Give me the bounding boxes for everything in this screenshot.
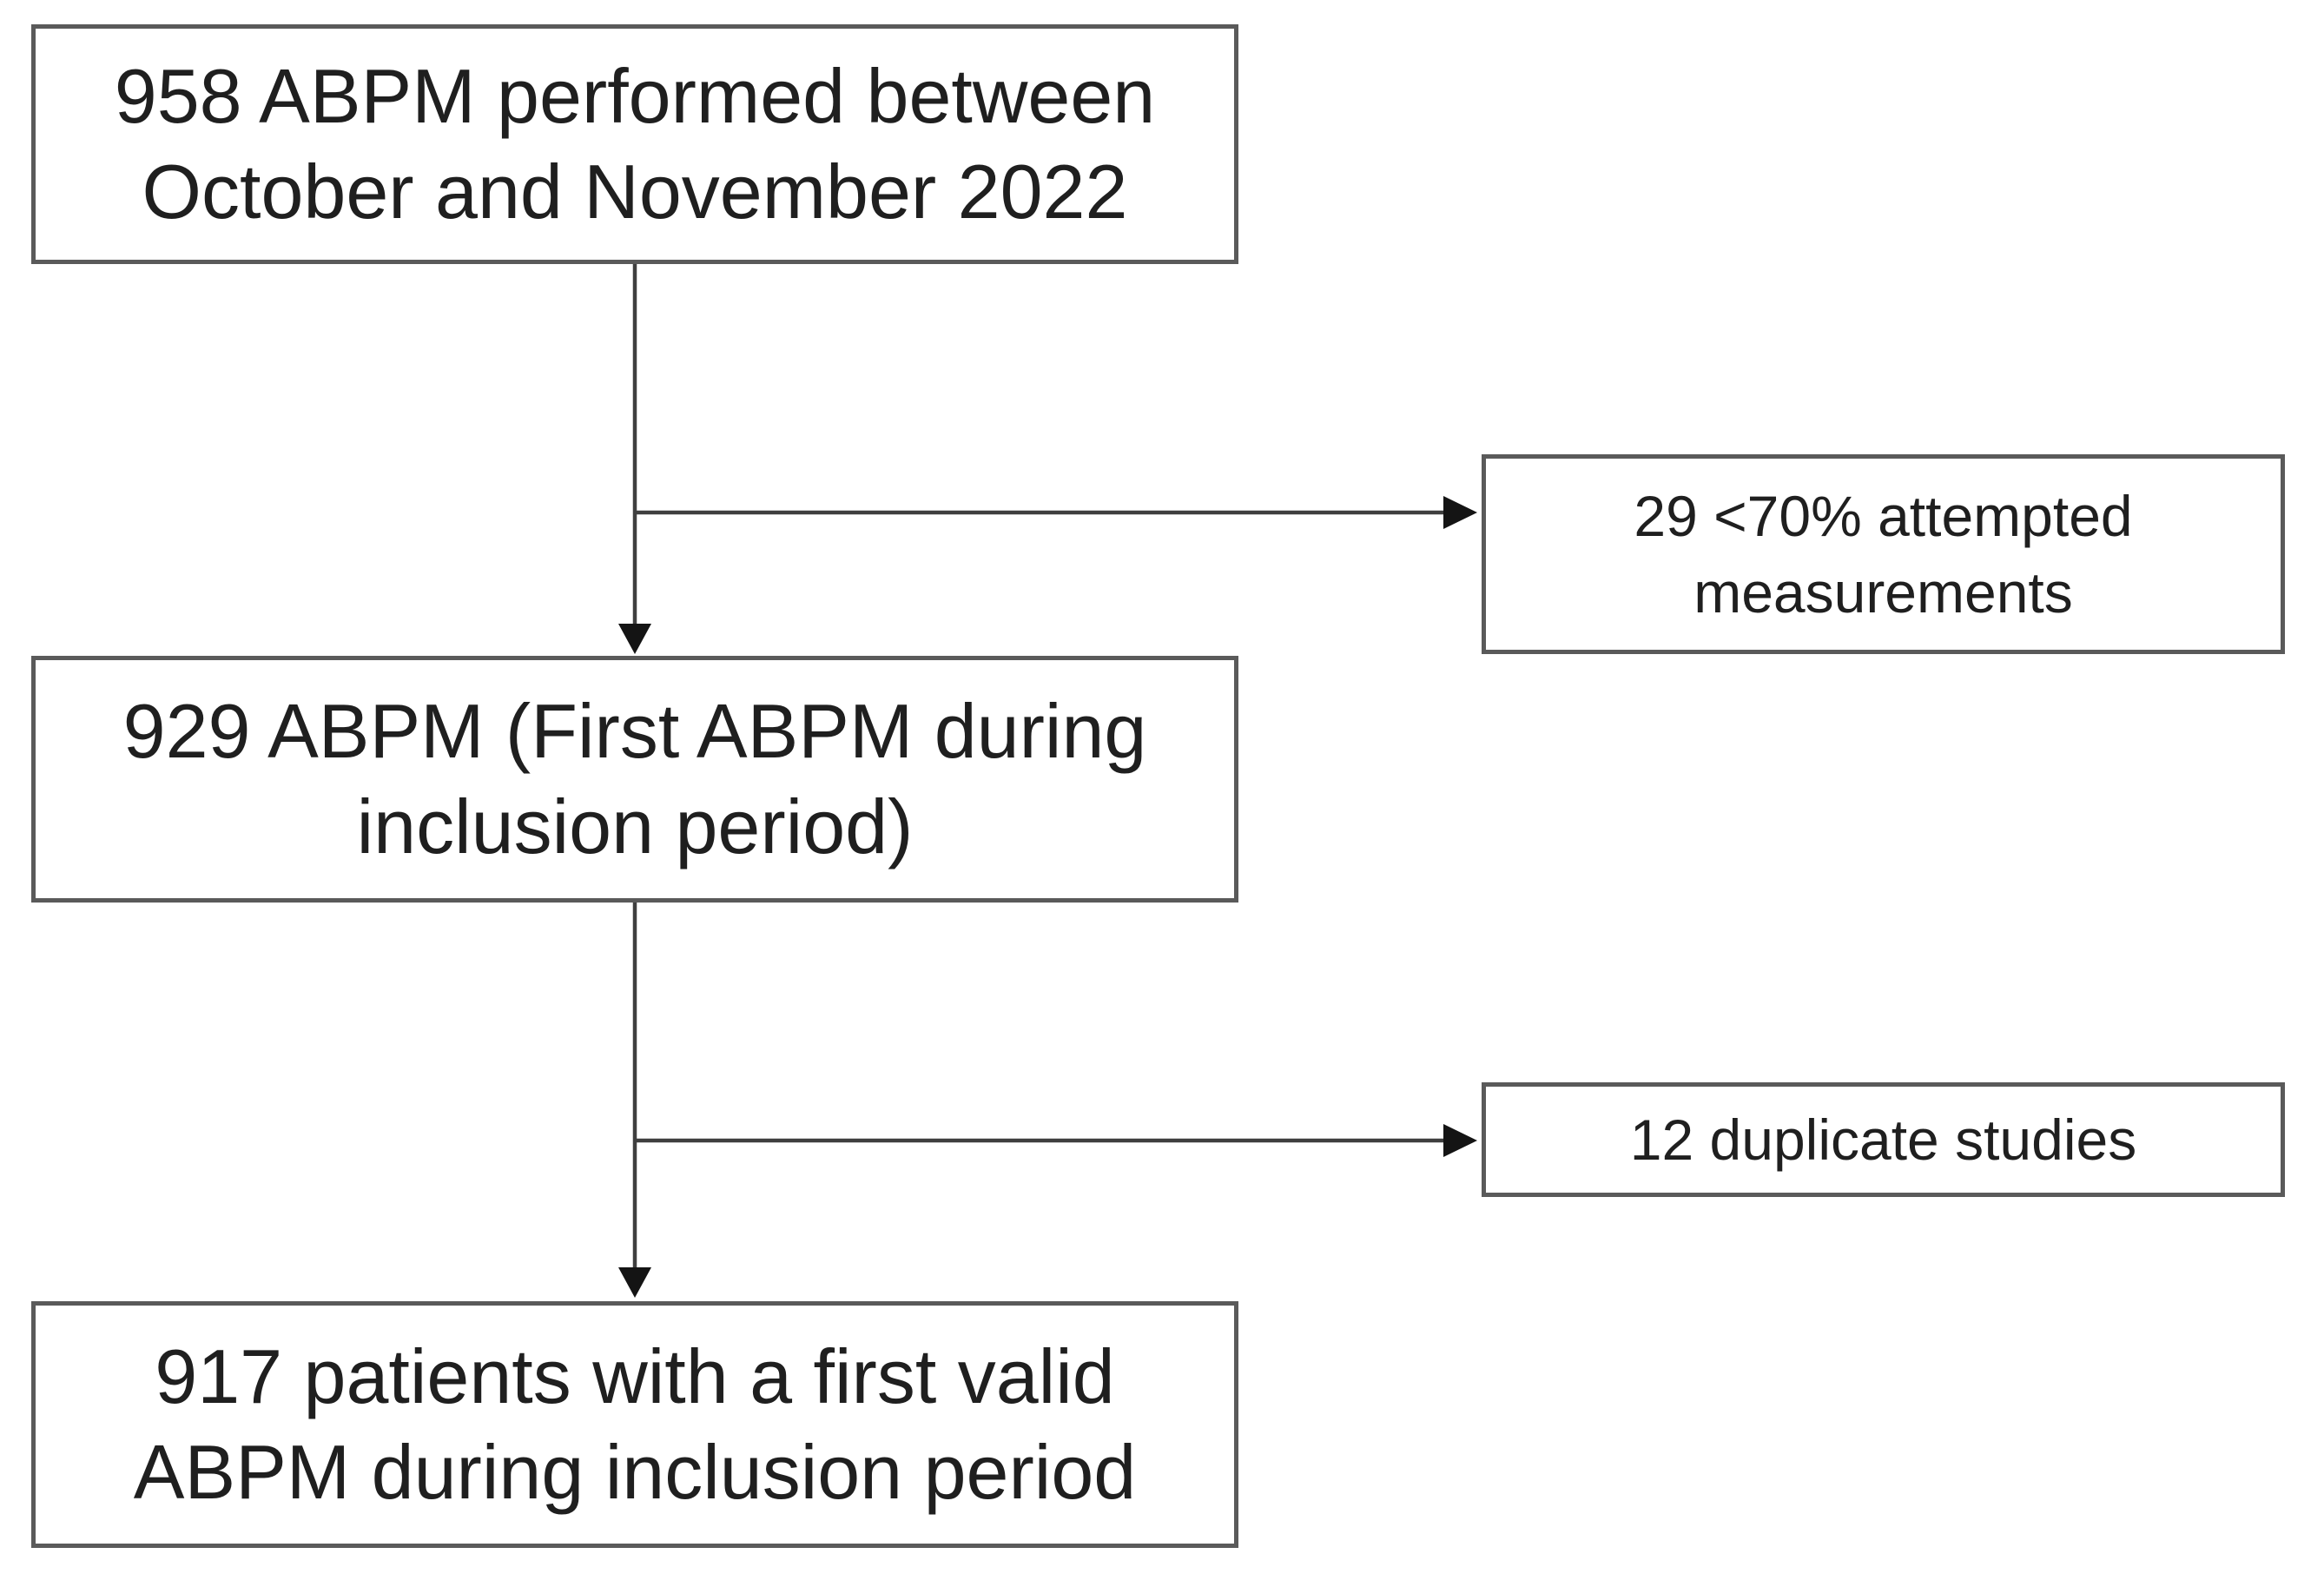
flow-node-performed: 958 ABPM performed between October and N… <box>31 24 1238 264</box>
node-text-line: 12 duplicate studies <box>1629 1108 2137 1172</box>
node-text-line: inclusion period) <box>356 784 914 870</box>
flow-node-first-abpm: 929 ABPM (First ABPM during inclusion pe… <box>31 656 1238 903</box>
node-text-line: 917 patients with a first valid <box>155 1333 1115 1419</box>
node-text-line: ABPM during inclusion period <box>133 1429 1137 1515</box>
flow-node-excluded-duplicates: 12 duplicate studies <box>1482 1082 2285 1197</box>
node-text-line: 929 ABPM (First ABPM during <box>122 688 1147 774</box>
flow-node-valid-abpm: 917 patients with a first valid ABPM dur… <box>31 1301 1238 1548</box>
arrowhead-down-icon <box>618 1267 651 1298</box>
node-text-line: measurements <box>1693 560 2073 625</box>
node-text-line: October and November 2022 <box>142 149 1128 235</box>
arrowhead-right-icon <box>1443 496 1477 529</box>
arrowhead-right-icon <box>1443 1124 1477 1157</box>
node-text-line: 958 ABPM performed between <box>114 53 1156 139</box>
flow-node-excluded-attempted: 29 <70% attempted measurements <box>1482 454 2285 654</box>
node-text-line: 29 <70% attempted <box>1634 484 2133 548</box>
arrowhead-down-icon <box>618 624 651 654</box>
